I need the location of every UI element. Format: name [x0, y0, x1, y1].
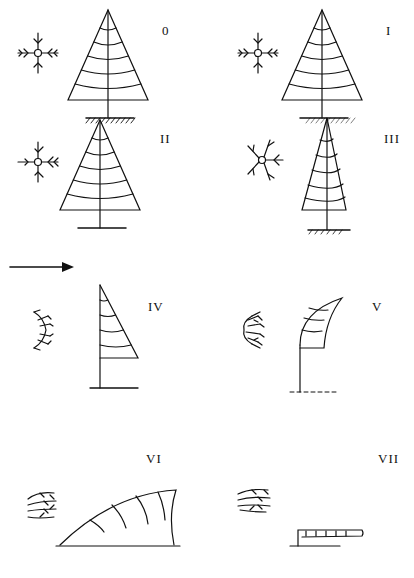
class-numeral: V: [372, 300, 382, 313]
class-numeral: III: [384, 132, 400, 145]
class-numeral: IV: [148, 300, 164, 313]
class-numeral: I: [386, 24, 391, 37]
class-numeral: 0: [162, 24, 170, 37]
class-numeral: VI: [146, 452, 162, 465]
class-numeral: VII: [378, 452, 399, 465]
class-numeral: II: [160, 132, 171, 145]
